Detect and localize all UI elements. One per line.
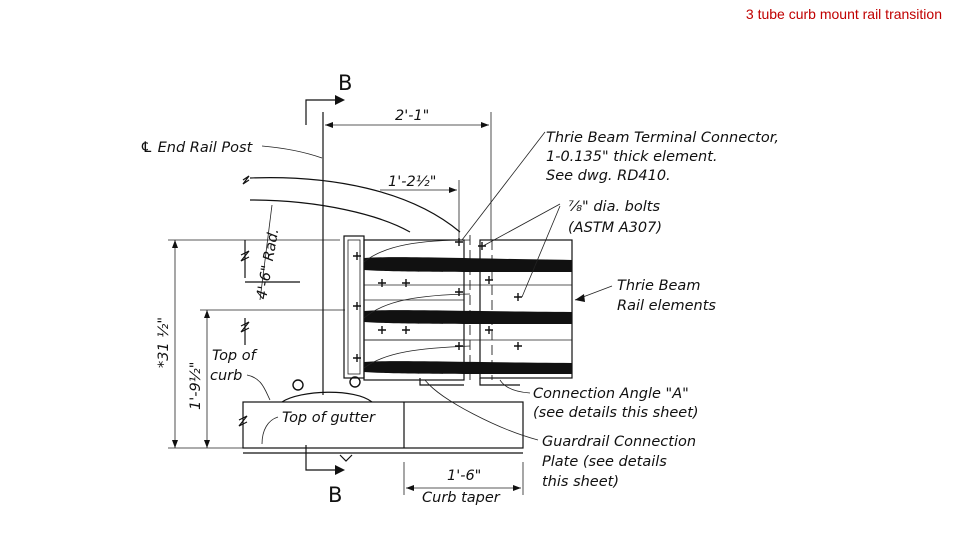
end-rail-post-label: ℄ End Rail Post xyxy=(140,140,254,156)
dimension-width-partial: 1'-2½" xyxy=(380,174,457,193)
top-of-curb-label-1: Top of xyxy=(212,348,258,364)
end-rail-post-leader xyxy=(261,145,323,159)
dimension-width-partial-label: 1'-2½" xyxy=(388,174,436,190)
bolts-label-2: (ASTM A307) xyxy=(568,220,662,236)
terminal-connector-label-2: 1-0.135" thick element. xyxy=(546,149,718,165)
top-of-curb-label-2: curb xyxy=(210,368,242,384)
dimension-height-total: *31 ½" xyxy=(156,239,340,449)
connection-angle-label-2: (see details this sheet) xyxy=(533,405,699,421)
connection-angle-leader xyxy=(499,379,531,394)
thrie-beam-rail-label-2: Rail elements xyxy=(617,298,716,314)
terminal-connector-label-1: Thrie Beam Terminal Connector, xyxy=(546,130,779,146)
section-marker-top: B xyxy=(305,71,352,125)
guardrail-plate-label-3: this sheet) xyxy=(542,474,619,490)
dimension-height-curb: 1'-9½" xyxy=(188,309,345,448)
curb xyxy=(238,376,524,462)
terminal-connector-leader xyxy=(461,131,546,241)
terminal-connector-label-3: See dwg. RD410. xyxy=(546,168,671,184)
dimension-width-total: 2'-1" xyxy=(325,108,489,128)
connection-angle xyxy=(419,239,573,386)
dimension-width-total-label: 2'-1" xyxy=(395,108,429,124)
bolts-label-1: ⅞" dia. bolts xyxy=(568,199,660,215)
section-label-top: B xyxy=(338,71,352,95)
top-of-gutter-label: Top of gutter xyxy=(282,410,376,426)
connection-angle-label-1: Connection Angle "A" xyxy=(533,386,689,402)
radius-label: 4'-6" Rad. xyxy=(254,227,282,300)
thrie-beam-rails xyxy=(363,239,572,374)
top-of-gutter-leader xyxy=(261,416,279,445)
guardrail-plate-leader xyxy=(424,379,539,441)
bolts xyxy=(353,238,522,362)
break-lines xyxy=(240,240,300,345)
guardrail-plate-label-1: Guardrail Connection xyxy=(542,434,696,450)
dimension-curb-taper: 1'-6" Curb taper xyxy=(403,462,524,506)
dimension-height-curb-label: 1'-9½" xyxy=(188,362,204,410)
thrie-beam-rail-label-1: Thrie Beam xyxy=(617,278,700,294)
section-label-bottom: B xyxy=(328,483,342,507)
curb-taper-dimension-label: 1'-6" xyxy=(447,468,481,484)
guardrail-plate-label-2: Plate (see details xyxy=(542,454,667,470)
top-of-curb-leader xyxy=(246,374,271,401)
curb-taper-label: Curb taper xyxy=(422,490,501,506)
dimension-height-total-label: *31 ½" xyxy=(156,317,172,368)
section-marker-bottom: B xyxy=(305,445,345,507)
slide-title: 3 tube curb mount rail transition xyxy=(745,6,942,22)
bolts-leader xyxy=(482,203,561,247)
bolts-leader xyxy=(521,205,561,298)
